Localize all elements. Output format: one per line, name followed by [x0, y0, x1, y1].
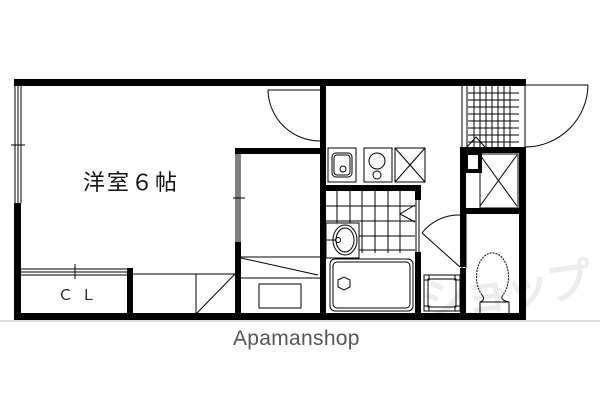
stove-icon — [363, 147, 393, 183]
closet-label: ＣＬ — [58, 286, 105, 304]
windows — [11, 86, 526, 279]
refrigerator-space-icon — [394, 147, 426, 183]
kitchen-fixtures — [327, 147, 426, 183]
brand-logo: Apamanshop — [233, 327, 360, 350]
doors — [133, 84, 589, 315]
storage-space-icon — [479, 153, 519, 209]
main-room-label: 洋室６帖 — [83, 171, 180, 196]
sink-icon — [327, 147, 357, 183]
genkan-tile-grid — [468, 86, 519, 147]
entrance-fixtures — [466, 86, 519, 209]
toilet-icon — [476, 252, 509, 296]
toilet-area-fixtures — [423, 214, 510, 313]
bath-fixtures — [325, 191, 420, 312]
washing-machine-space-icon — [423, 274, 461, 312]
